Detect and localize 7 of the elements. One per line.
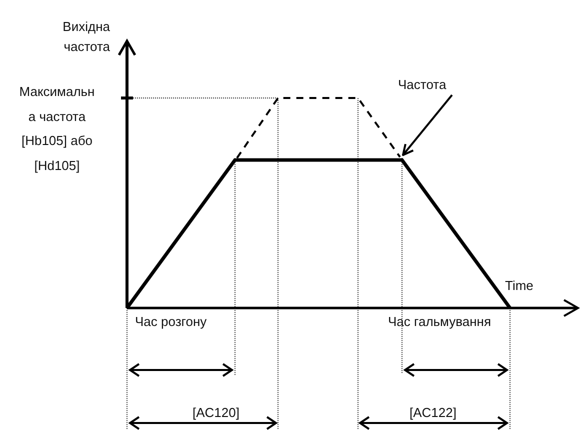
axis-tick-label: Максимальн а частота [Hb105] або [Hd105] [18, 83, 96, 175]
axis-label: Time [505, 278, 534, 294]
interval-label: Час розгону [135, 314, 208, 330]
interval-label: Час гальмування [388, 314, 492, 330]
axis-label: Вихідна частота [62, 18, 110, 56]
callout-label: Частота [398, 77, 458, 95]
leader-arrow [402, 94, 453, 156]
